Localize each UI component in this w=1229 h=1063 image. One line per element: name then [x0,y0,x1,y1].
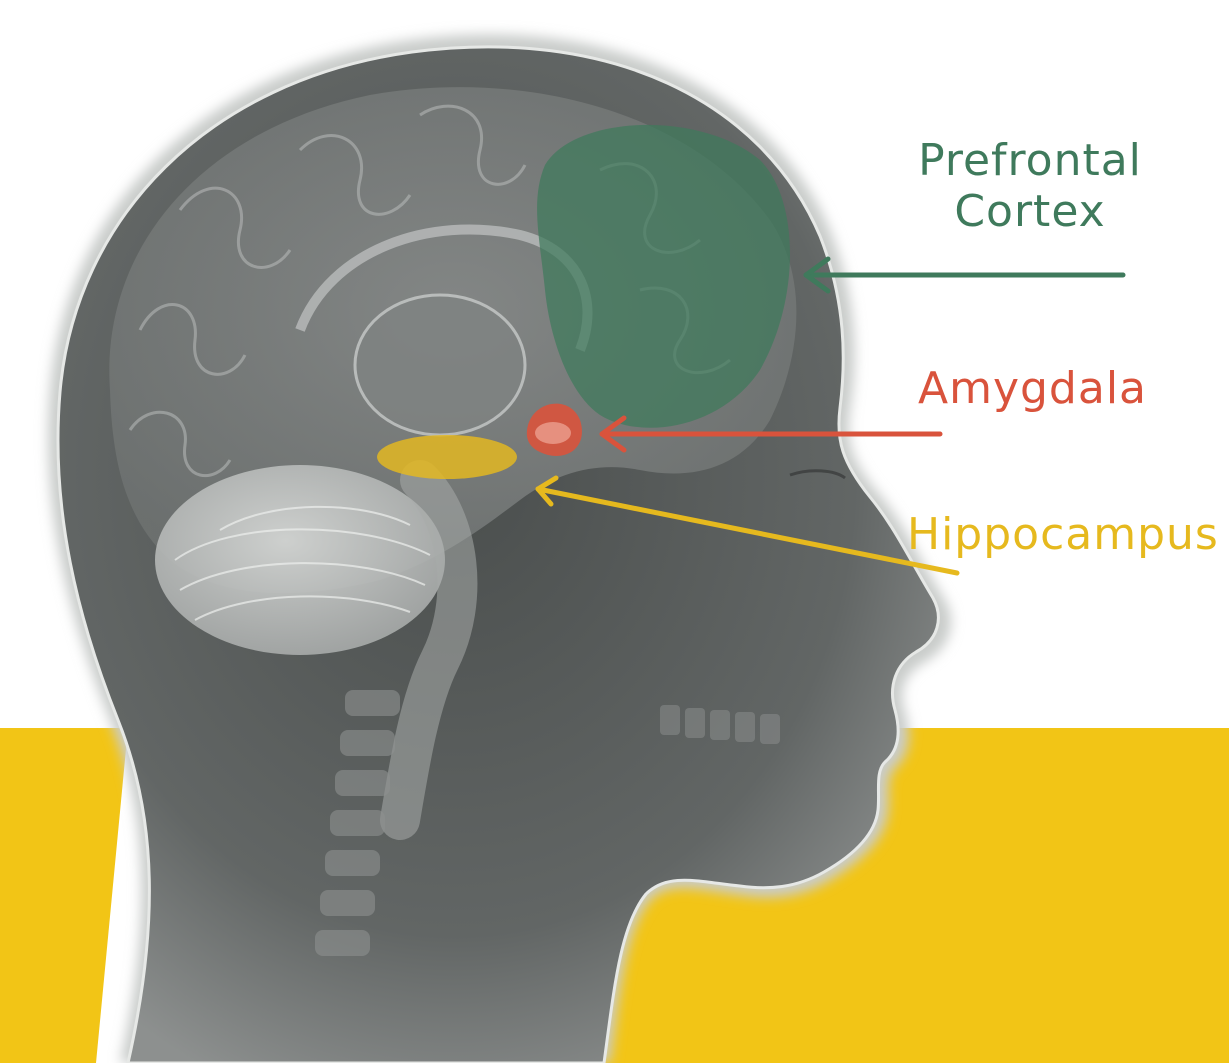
thalamus [355,295,525,435]
prefrontal-cortex-label: Prefrontal Cortex [905,136,1155,237]
amygdala-label: Amygdala [918,364,1147,415]
cerebellum [155,465,445,655]
hippocampus-label: Hippocampus [907,510,1219,561]
amygdala-highlight [535,422,571,444]
prefrontal-arrow [806,259,1123,291]
hippocampus-region [377,435,517,479]
floor-band [0,728,128,1063]
prefrontal-label-line1: Prefrontal [905,136,1155,187]
prefrontal-label-line2: Cortex [905,187,1155,238]
